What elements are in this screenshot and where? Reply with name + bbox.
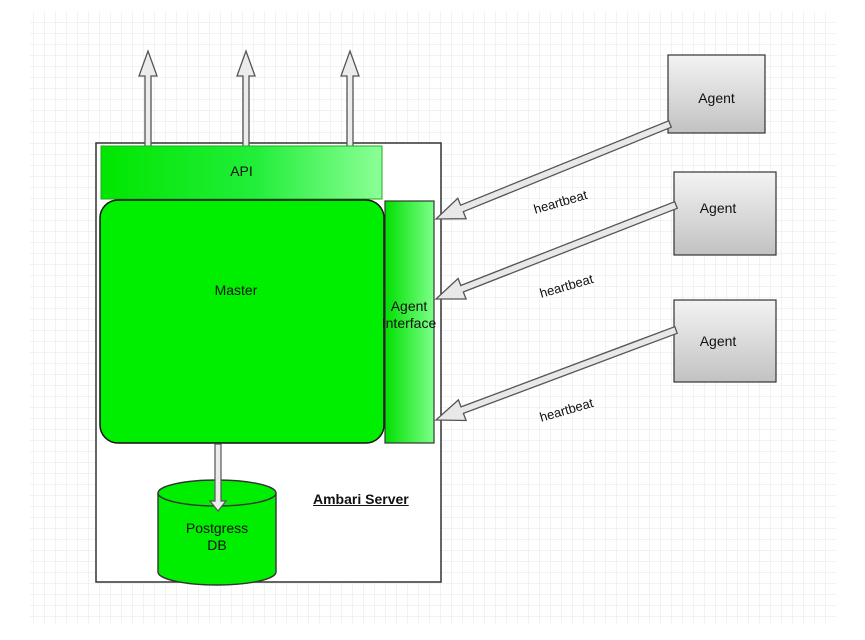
master-label: Master [214, 282, 258, 298]
api-output-arrows [138, 49, 360, 149]
db-label-line-1: Postgress [185, 520, 249, 536]
agent-box-3 [673, 299, 777, 383]
heartbeat-arrow-2 [434, 200, 679, 300]
api-arrow-3 [340, 49, 360, 149]
master-box [99, 199, 385, 444]
ambari-server-label: Ambari Server [313, 491, 409, 507]
agent-interface-label-line-1: Agent [390, 298, 428, 314]
agent-box-2 [673, 171, 777, 256]
agent-1-label: Agent [698, 90, 735, 106]
heartbeat-arrows [434, 119, 679, 422]
api-box [100, 145, 383, 200]
agent-interface-label-line-2: Interface [381, 315, 437, 331]
heartbeat-arrow-1 [434, 119, 673, 220]
api-arrow-1 [138, 49, 158, 149]
agent-box-1 [667, 54, 766, 134]
api-label: API [230, 163, 253, 179]
heartbeat-arrow-3 [434, 325, 679, 422]
agent-2-label: Agent [699, 200, 737, 216]
db-label: Postgress DB [158, 520, 276, 554]
api-arrow-2 [236, 49, 256, 149]
agent-interface-box [384, 200, 435, 444]
master-to-db-arrow [208, 443, 228, 512]
db-label-line-2: DB [207, 537, 227, 553]
agent-3-label: Agent [699, 333, 737, 349]
agent-interface-label: Agent Interface [372, 298, 446, 332]
